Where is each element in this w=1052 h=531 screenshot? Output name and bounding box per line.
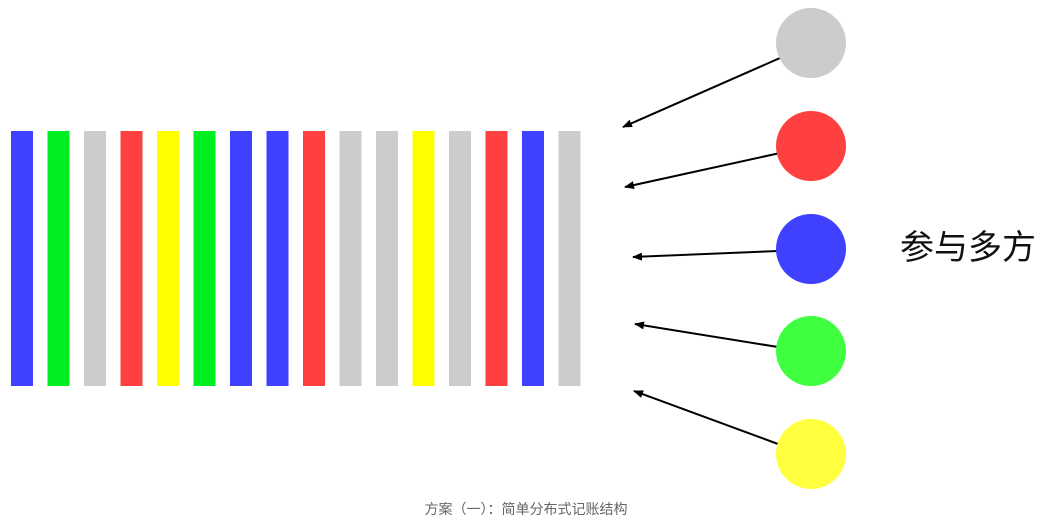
arrow [633, 390, 779, 445]
participant-node [776, 214, 846, 284]
arrow [622, 57, 781, 128]
participant-node [776, 8, 846, 78]
ledger-bar [120, 131, 143, 386]
participant-nodes [776, 8, 846, 489]
ledger-bar [193, 131, 216, 386]
ledger-bar [339, 131, 362, 386]
ledger-bar [485, 131, 508, 386]
arrows [622, 57, 781, 445]
figure-caption: 方案（一）：简单分布式记账结构 [424, 502, 628, 518]
participants-label: 参与多方 [900, 228, 1036, 268]
participant-node [776, 419, 846, 489]
ledger-bars [11, 131, 581, 386]
ledger-bar [157, 131, 179, 386]
arrow [624, 152, 781, 189]
ledger-bar [84, 131, 106, 386]
participant-node [776, 111, 846, 181]
ledger-bar [558, 131, 581, 386]
participant-node [776, 316, 846, 386]
ledger-bar [47, 131, 70, 386]
arrow [634, 321, 779, 348]
ledger-bar [303, 131, 325, 386]
ledger-bar [266, 131, 289, 386]
ledger-bar [230, 131, 252, 386]
ledger-bar [376, 131, 398, 386]
ledger-bar [412, 131, 435, 386]
arrow [632, 250, 779, 261]
ledger-bar [449, 131, 471, 386]
ledger-bar [11, 131, 33, 386]
ledger-bar [522, 131, 544, 386]
